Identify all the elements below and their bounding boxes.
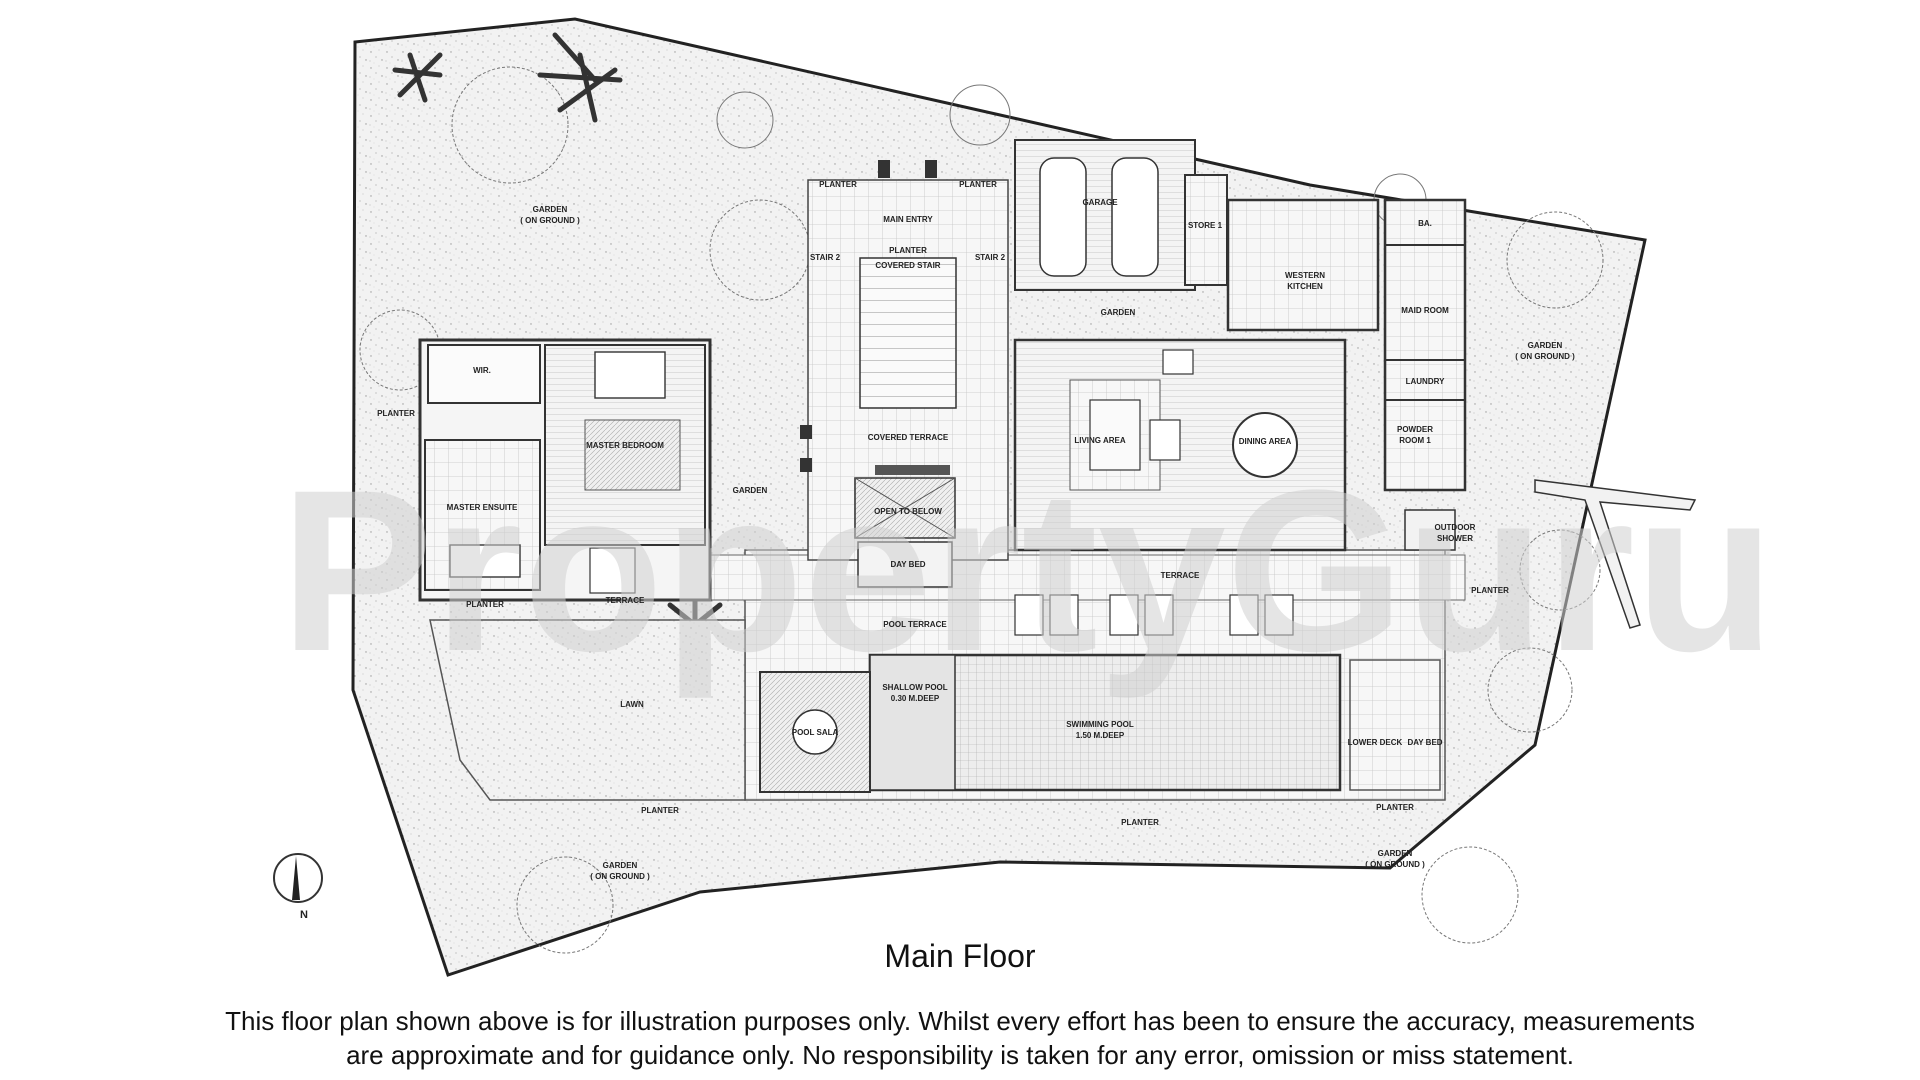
svg-text:GARAGE: GARAGE (1082, 198, 1118, 207)
svg-text:MAID ROOM: MAID ROOM (1401, 306, 1449, 315)
svg-text:POOL TERRACE: POOL TERRACE (883, 620, 947, 629)
living-sofa (1089, 399, 1141, 471)
svg-text:OUTDOOR: OUTDOOR (1435, 523, 1476, 532)
svg-text:( ON GROUND ): ( ON GROUND ) (590, 872, 650, 881)
svg-text:SHALLOW POOL: SHALLOW POOL (882, 683, 947, 692)
svg-text:OPEN TO BELOW: OPEN TO BELOW (874, 507, 942, 516)
svg-text:GARDEN: GARDEN (603, 861, 638, 870)
svg-text:TERRACE: TERRACE (606, 596, 645, 605)
svg-text:LIVING AREA: LIVING AREA (1074, 436, 1125, 445)
svg-text:GARDEN: GARDEN (1101, 308, 1136, 317)
svg-text:ROOM 1: ROOM 1 (1399, 436, 1431, 445)
svg-text:PLANTER: PLANTER (1471, 586, 1509, 595)
east-boardwalk (1534, 479, 1697, 629)
svg-text:DINING AREA: DINING AREA (1239, 437, 1292, 446)
svg-text:PLANTER: PLANTER (1376, 803, 1414, 812)
svg-text:PLANTER: PLANTER (819, 180, 857, 189)
svg-text:( ON GROUND ): ( ON GROUND ) (520, 216, 580, 225)
disclaimer-line-1: This floor plan shown above is for illus… (225, 1006, 1695, 1036)
svg-text:PLANTER: PLANTER (889, 246, 927, 255)
svg-text:POWDER: POWDER (1397, 425, 1433, 434)
bathtub (449, 544, 521, 578)
watermark: PropertyGuru (280, 442, 1775, 699)
outdoor-shower (1404, 509, 1456, 551)
svg-text:PLANTER: PLANTER (1121, 818, 1159, 827)
svg-text:1.50 M.DEEP: 1.50 M.DEEP (1076, 731, 1125, 740)
svg-text:PLANTER: PLANTER (466, 600, 504, 609)
svg-text:SHOWER: SHOWER (1437, 534, 1473, 543)
maid-block (1383, 198, 1467, 492)
svg-text:MASTER ENSUITE: MASTER ENSUITE (447, 503, 518, 512)
svg-text:DAY BED: DAY BED (1407, 738, 1442, 747)
svg-text:KITCHEN: KITCHEN (1287, 282, 1323, 291)
lawn-area (429, 619, 746, 801)
svg-text:LOWER DECK: LOWER DECK (1348, 738, 1403, 747)
svg-text:COVERED STAIR: COVERED STAIR (875, 261, 940, 270)
svg-text:GARDEN: GARDEN (533, 205, 568, 214)
svg-text:POOL SALA: POOL SALA (792, 728, 839, 737)
svg-text:( ON GROUND ): ( ON GROUND ) (1365, 860, 1425, 869)
shallow-pool (869, 654, 956, 791)
disclaimer-line-2: are approximate and for guidance only. N… (346, 1040, 1574, 1070)
svg-text:COVERED TERRACE: COVERED TERRACE (868, 433, 949, 442)
svg-text:TERRACE: TERRACE (1161, 571, 1200, 580)
svg-text:MASTER BEDROOM: MASTER BEDROOM (586, 441, 664, 450)
north-compass: N (273, 853, 323, 921)
room-labels: GARDEN ( ON GROUND ) GARDEN ( ON GROUND … (377, 180, 1575, 881)
lower-deck (1349, 659, 1441, 791)
disclaimer: This floor plan shown above is for illus… (160, 1004, 1760, 1072)
sun-loungers (1014, 594, 1294, 636)
wir-room (427, 344, 541, 404)
svg-text:STAIR 2: STAIR 2 (975, 253, 1006, 262)
svg-text:( ON GROUND ): ( ON GROUND ) (1515, 352, 1575, 361)
svg-text:PLANTER: PLANTER (959, 180, 997, 189)
svg-text:PLANTER: PLANTER (641, 806, 679, 815)
dining-table (1232, 412, 1298, 478)
svg-text:LAUNDRY: LAUNDRY (1406, 377, 1445, 386)
svg-text:WESTERN: WESTERN (1285, 271, 1325, 280)
covered-stair (859, 257, 957, 409)
svg-text:GARDEN: GARDEN (1528, 341, 1563, 350)
car-2 (1111, 157, 1159, 277)
car-1 (1039, 157, 1087, 277)
western-kitchen (1226, 198, 1380, 332)
svg-text:STORE 1: STORE 1 (1188, 221, 1223, 230)
svg-text:WIR.: WIR. (473, 366, 491, 375)
svg-text:BA.: BA. (1418, 219, 1432, 228)
svg-text:STAIR 2: STAIR 2 (810, 253, 841, 262)
floor-title: Main Floor (884, 938, 1036, 974)
svg-text:PLANTER: PLANTER (377, 409, 415, 418)
north-label: N (300, 909, 308, 921)
svg-text:MAIN ENTRY: MAIN ENTRY (883, 215, 933, 224)
svg-text:LAWN: LAWN (620, 700, 644, 709)
day-bed-platform (857, 541, 953, 588)
svg-text:DAY BED: DAY BED (890, 560, 925, 569)
svg-text:SWIMMING POOL: SWIMMING POOL (1066, 720, 1134, 729)
svg-text:GARDEN: GARDEN (1378, 849, 1413, 858)
store-room (1184, 174, 1228, 286)
svg-text:GARDEN: GARDEN (733, 486, 768, 495)
svg-text:0.30 M.DEEP: 0.30 M.DEEP (891, 694, 940, 703)
